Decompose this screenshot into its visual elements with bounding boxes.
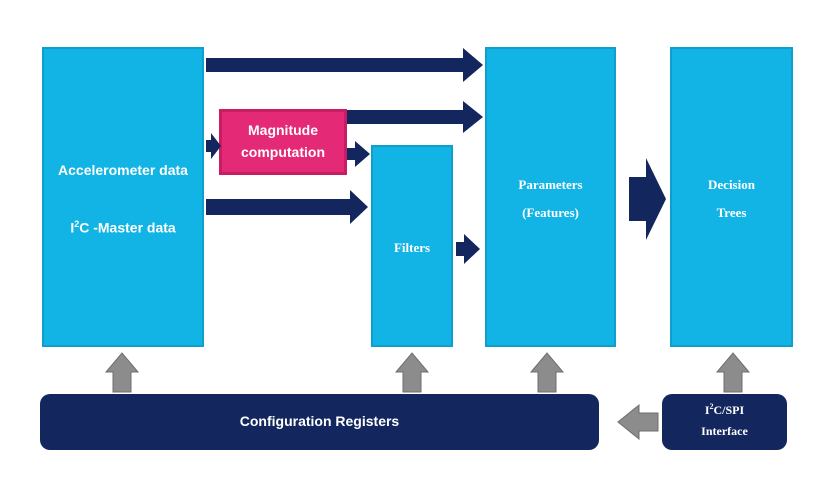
arrow-sensor-to-filters (206, 190, 368, 224)
computation-label: computation (241, 144, 325, 160)
decision-label: Decision (708, 177, 755, 192)
accelerometer-block (42, 47, 204, 347)
magnitude-label: Magnitude (248, 122, 318, 138)
features-label: (Features) (522, 205, 579, 220)
arrow-filters-to-parameters (456, 234, 480, 264)
configuration-registers-label: Configuration Registers (239, 413, 400, 429)
arrow-magnitude-to-parameters (347, 101, 483, 133)
interface-label: Interface (701, 424, 748, 438)
gray-arrow-up-sensor (104, 352, 140, 393)
i2c-spi-label: I2C/SPI (704, 402, 745, 417)
parameters-block (485, 47, 616, 347)
gray-arrow-left-interface (617, 403, 659, 441)
magnitude-computation-block (219, 109, 347, 175)
gray-arrow-up-filters (394, 352, 430, 393)
filters-label: Filters (393, 240, 431, 255)
gray-arrow-up-parameters (529, 352, 565, 393)
configuration-registers-block (40, 394, 599, 450)
gray-arrow-up-decision (715, 352, 751, 393)
arrow-sensor-to-magnitude (206, 133, 221, 159)
arrow-magnitude-to-filters (347, 141, 370, 167)
arrow-parameters-to-decision (629, 158, 666, 240)
accelerometer-data-label: Accelerometer data (58, 162, 188, 178)
filters-block (371, 145, 453, 347)
arrow-sensor-to-parameters (206, 48, 483, 82)
parameters-label: Parameters (518, 177, 583, 192)
i2c-spi-interface-block (662, 394, 787, 450)
i2c-master-data-label: I2C -Master data (70, 219, 176, 236)
decision-trees-block (670, 47, 793, 347)
trees-label: Trees (716, 205, 747, 220)
